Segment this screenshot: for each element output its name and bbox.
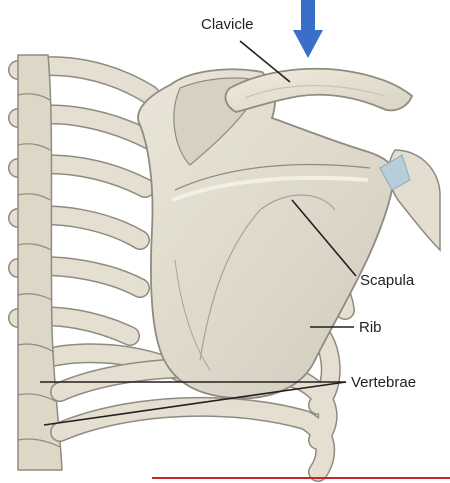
scapula-leader-line (291, 199, 357, 277)
rib-label: Rib (359, 319, 382, 336)
scapula-bone (137, 68, 396, 400)
scapula-label: Scapula (360, 272, 415, 289)
clavicle-label: Clavicle (201, 16, 254, 33)
vertebrae-label: Vertebrae (351, 374, 417, 391)
clavicle-leader-line (239, 40, 291, 83)
leader-lines (40, 40, 357, 426)
vertebrae-leader-line-lower (43, 381, 347, 426)
glenoid-cartilage (379, 154, 411, 191)
clavicle-bone (224, 67, 414, 113)
down-arrow-icon (293, 0, 323, 58)
